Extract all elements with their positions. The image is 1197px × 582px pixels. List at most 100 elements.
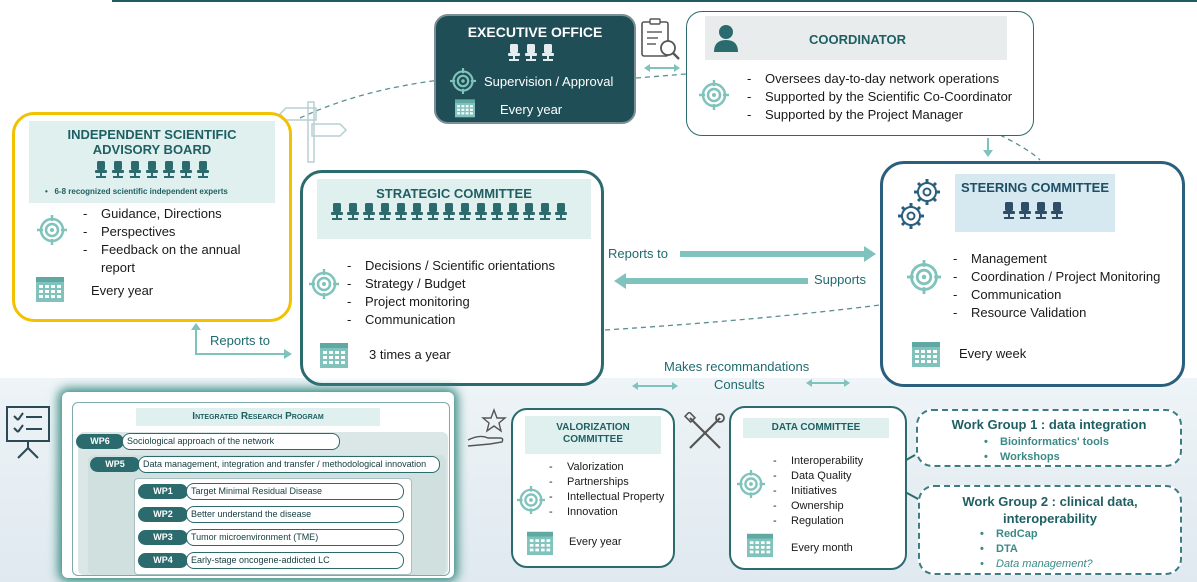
chair-icon	[411, 203, 423, 221]
executive-office-box: EXECUTIVE OFFICE Supervision / Approval …	[434, 14, 636, 124]
executive-office-title: EXECUTIVE OFFICE	[467, 24, 603, 40]
list-item: Intellectual Property	[545, 490, 664, 505]
work-group-1-list: Bioinformatics' tools Workshops	[978, 435, 1109, 465]
presentation-board-icon	[6, 406, 50, 459]
valorization-title: VALORIZATION COMMITTEE	[556, 422, 630, 445]
target-icon	[699, 80, 729, 110]
data-committee-list: Interoperability Data Quality Initiative…	[769, 454, 863, 529]
list-item: Strategy / Budget	[343, 275, 555, 293]
reports-to-advisory-label: Reports to	[210, 333, 270, 348]
coordinator-title-band	[705, 16, 1007, 60]
list-item: Supported by the Project Manager	[743, 106, 1012, 124]
chair-icon	[507, 203, 519, 221]
chair-icon	[331, 203, 343, 221]
wp3-tag: WP3	[138, 530, 188, 545]
chair-icon	[112, 161, 124, 179]
wp6-tag: WP6	[76, 434, 124, 449]
calendar-icon	[319, 341, 349, 369]
list-item: Data management?	[974, 557, 1093, 572]
chair-icon	[180, 161, 192, 179]
data-title: DATA COMMITTEE	[771, 422, 861, 433]
chair-icon	[1051, 202, 1063, 220]
list-item: RedCap	[974, 527, 1093, 542]
advisory-frequency: Every year	[91, 283, 154, 298]
chair-icon	[459, 203, 471, 221]
work-group-1-box: Work Group 1 : data integration Bioinfor…	[916, 409, 1182, 467]
data-title-band	[743, 418, 889, 438]
chair-icon	[508, 44, 520, 62]
star-hand-icon	[467, 408, 507, 447]
chair-icon	[95, 161, 107, 179]
executive-role: Supervision / Approval	[484, 74, 614, 89]
list-item: Perspectives	[79, 223, 275, 241]
list-item: Innovation	[545, 505, 664, 520]
signpost-icon	[278, 101, 348, 163]
chair-icon	[1035, 202, 1047, 220]
list-item: Resource Validation	[949, 304, 1160, 322]
steering-committee-box: STEERING COMMITTEE Management Coordinati…	[880, 161, 1185, 387]
person-icon	[714, 25, 738, 52]
wp6-text: Sociological approach of the network	[122, 433, 340, 450]
chair-icon	[163, 161, 175, 179]
list-item: DTA	[974, 542, 1093, 557]
advisory-board-box: INDEPENDENT SCIENTIFIC ADVISORY BOARD • …	[12, 112, 292, 322]
chair-icon	[475, 203, 487, 221]
list-item: Initiatives	[769, 484, 863, 499]
chair-icon	[363, 203, 375, 221]
chair-icon	[525, 44, 537, 62]
makes-recommendations-label: Makes recommandations	[664, 359, 810, 374]
wp4-row: WP4 Early-stage oncogene-addicted LC	[138, 552, 404, 569]
consults-label: Consults	[714, 377, 765, 392]
steering-frequency: Every week	[959, 346, 1027, 361]
list-item: Regulation	[769, 514, 863, 529]
list-item: Interoperability	[769, 454, 863, 469]
target-icon	[907, 260, 941, 294]
checklist-magnifier-icon	[641, 18, 680, 60]
chair-icon	[539, 203, 551, 221]
wp3-row: WP3 Tumor microenvironment (TME)	[138, 529, 404, 546]
calendar-icon	[911, 340, 941, 368]
wp6-row: WP6 Sociological approach of the network	[76, 433, 340, 450]
list-item: Decisions / Scientific orientations	[343, 257, 555, 275]
wp1-row: WP1 Target Minimal Residual Disease	[138, 483, 404, 500]
list-item: Management	[949, 250, 1160, 268]
advisory-subtitle-text: 6-8 recognized scientific independent ex…	[54, 187, 228, 196]
wp5-tag: WP5	[90, 457, 140, 472]
advisory-chairs	[95, 161, 209, 179]
integrated-program-title: Integrated Research Program	[192, 411, 324, 422]
chair-icon	[542, 44, 554, 62]
list-item-text: Data management?	[996, 558, 1093, 570]
calendar-icon	[35, 275, 65, 303]
data-committee-box: DATA COMMITTEE Interoperability Data Qua…	[729, 406, 907, 570]
calendar-icon	[525, 530, 555, 556]
wp4-tag: WP4	[138, 553, 188, 568]
advisory-list: Guidance, Directions Perspectives Feedba…	[79, 205, 275, 277]
list-item: Guidance, Directions	[79, 205, 275, 223]
steering-title: STEERING COMMITTEE	[960, 180, 1110, 195]
list-item: Valorization	[545, 460, 664, 475]
executive-chairs	[508, 44, 554, 62]
chair-icon	[379, 203, 391, 221]
gears-icon	[898, 179, 940, 229]
coordinator-title: COORDINATOR	[809, 32, 907, 47]
list-item: Project monitoring	[343, 293, 555, 311]
chair-icon	[523, 203, 535, 221]
executive-frequency: Every year	[500, 102, 563, 117]
target-icon	[37, 215, 67, 245]
wp3-text: Tumor microenvironment (TME)	[186, 529, 404, 546]
chair-icon	[443, 203, 455, 221]
strategic-chairs	[331, 203, 567, 221]
wp2-tag: WP2	[138, 507, 188, 522]
valorization-frequency: Every year	[569, 536, 622, 548]
strategic-frequency: 3 times a year	[369, 347, 451, 362]
valorization-committee-box: VALORIZATION COMMITTEE Valorization Part…	[511, 408, 675, 568]
list-item: Communication	[949, 286, 1160, 304]
list-item: Bioinformatics' tools	[978, 435, 1109, 450]
list-item: Workshops	[978, 450, 1109, 465]
target-icon	[517, 486, 545, 514]
chair-icon	[146, 161, 158, 179]
chair-icon	[491, 203, 503, 221]
list-item: Oversees day-to-day network operations	[743, 70, 1012, 88]
steering-title-band	[955, 174, 1115, 232]
wp1-tag: WP1	[138, 484, 188, 499]
